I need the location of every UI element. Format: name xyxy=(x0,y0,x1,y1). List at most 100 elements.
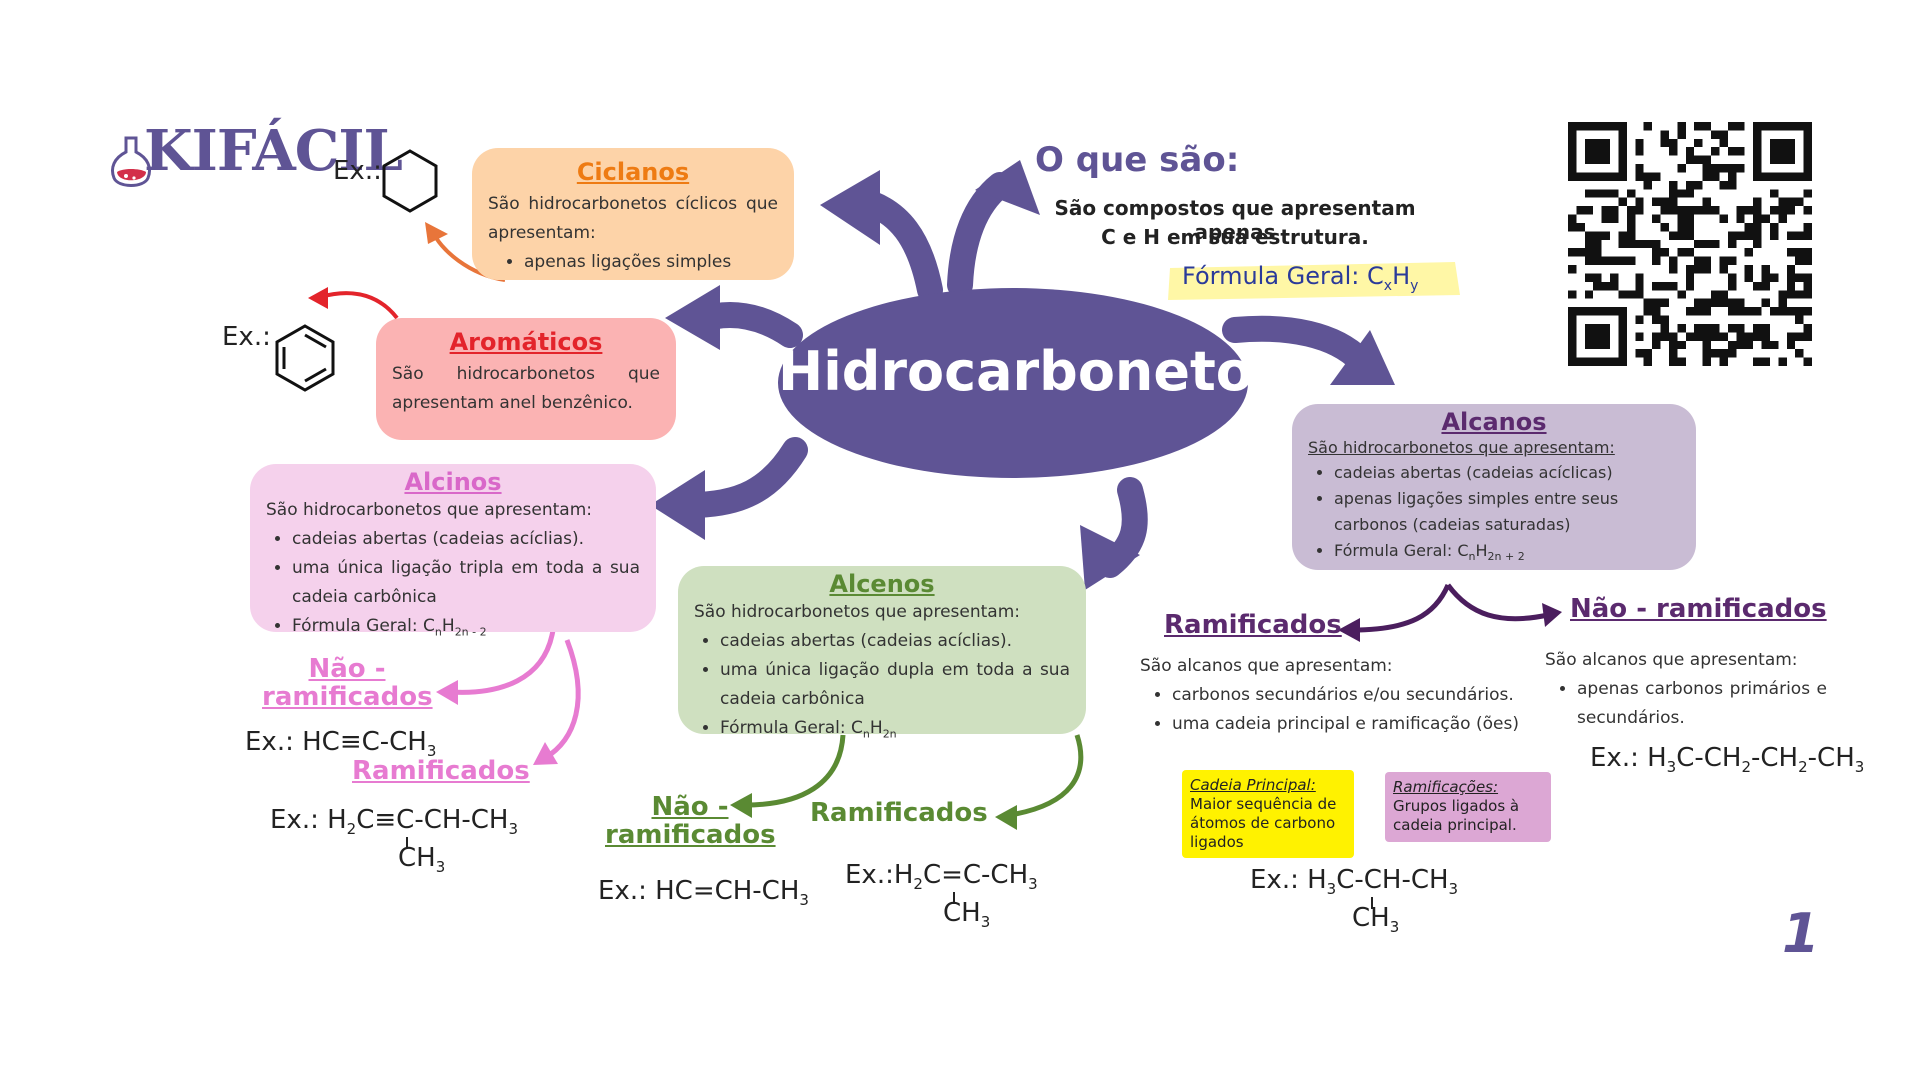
alcenos-ex2: Ex.:H2C=C-CH3 xyxy=(845,860,1038,893)
alcenos-ex2-branch: CH3 xyxy=(943,898,990,931)
ex-sub: 3 xyxy=(1389,918,1400,937)
ex-sub: 2 xyxy=(1798,758,1808,777)
aromaticos-box: Aromáticos São hidrocarbonetos que apres… xyxy=(376,318,676,440)
alcanos-ramificados-ex: Ex.: H3C-CH-CH3 xyxy=(1250,865,1458,898)
ex-sub: 3 xyxy=(1326,880,1337,899)
alcanos-box: Alcanos São hidrocarbonetos que apresent… xyxy=(1292,404,1696,570)
ciclanos-example-label: Ex.: xyxy=(333,156,382,186)
benzene-icon xyxy=(275,324,335,392)
formula-h: H xyxy=(1475,541,1488,560)
aromaticos-title: Aromáticos xyxy=(449,328,603,356)
list-item: cadeias abertas (cadeias acíclicas) xyxy=(1334,460,1680,486)
alcinos-ex1: Ex.: HC≡C-CH3 xyxy=(245,727,436,760)
note-title: Cadeia Principal: xyxy=(1190,776,1316,794)
ex-sub: 3 xyxy=(980,913,991,932)
alcanos-ramificados-title: Ramificados xyxy=(1164,610,1342,640)
alcanos-title: Alcanos xyxy=(1441,408,1547,436)
list-item: Fórmula Geral: CnH2n xyxy=(720,714,1070,748)
ciclanos-title: Ciclanos xyxy=(576,158,690,186)
alcanos-nao-ramificados-ex: Ex.: H3C-CH2-CH2-CH3 xyxy=(1590,743,1864,776)
alcanos-ramificados-desc: São alcanos que apresentam: carbonos sec… xyxy=(1140,652,1526,739)
alcenos-nao-ramificados: Não - ramificados xyxy=(605,792,776,850)
alcenos-ramificados: Ramificados xyxy=(810,798,988,828)
list-item: carbonos secundários e/ou secundários. xyxy=(1172,681,1526,710)
formula-label: Fórmula Geral: xyxy=(1182,262,1360,290)
formula-prefix: Fórmula Geral: C xyxy=(1334,541,1469,560)
alcinos-text: São hidrocarbonetos que apresentam: xyxy=(266,500,592,520)
ex-label: Ex.: xyxy=(270,805,319,835)
flask-icon xyxy=(111,136,151,187)
ex-p2: -CH xyxy=(1751,743,1799,773)
list-item: Fórmula Geral: CnH2n + 2 xyxy=(1334,538,1680,570)
list-item: uma cadeia principal e ramificação (ões) xyxy=(1172,710,1526,739)
formula-prefix: Fórmula Geral: C xyxy=(720,718,863,738)
note-text: Grupos ligados à cadeia principal. xyxy=(1393,797,1520,834)
ex-sub: 3 xyxy=(1028,875,1038,894)
note-cadeia-principal: Cadeia Principal: Maior sequência de áto… xyxy=(1182,770,1354,858)
alcenos-ex1: Ex.: HC=CH-CH3 xyxy=(598,876,809,909)
formula-h: H xyxy=(1392,262,1411,290)
ex-label: Ex.: xyxy=(245,727,294,757)
formula-x: x xyxy=(1383,277,1393,294)
alcinos-box: Alcinos São hidrocarbonetos que apresent… xyxy=(250,464,656,638)
bond-line xyxy=(406,837,408,849)
ex-sub: 3 xyxy=(435,858,446,877)
ex-formula: HC=CH-CH xyxy=(655,876,800,906)
ex-sub: 2 xyxy=(1741,758,1752,777)
ex-label: Ex.: xyxy=(1590,743,1639,773)
ex-sub: 3 xyxy=(426,742,437,761)
formula-n: n xyxy=(434,625,442,639)
cyclohexane-icon xyxy=(382,149,438,213)
list-item: cadeias abertas (cadeias acíclias). xyxy=(292,525,640,554)
ex-h: H xyxy=(1307,865,1327,895)
ex-label: Ex.: xyxy=(1250,865,1299,895)
ex-formula: HC≡C-CH xyxy=(302,727,427,757)
alcinos-ramificados: Ramificados xyxy=(352,756,530,786)
formula-sub: 2n - 2 xyxy=(454,625,487,639)
center-title: Hidrocarbonetos xyxy=(778,340,1286,403)
intro-text-1: São compostos que apresentam apenas xyxy=(1054,196,1416,244)
list-item: cadeias abertas (cadeias acíclias). xyxy=(720,627,1070,656)
ex-branch: CH xyxy=(943,898,981,928)
alcanos-nao-ramificados-desc: São alcanos que apresentam: apenas carbo… xyxy=(1545,646,1827,733)
alcenos-list: cadeias abertas (cadeias acíclias). uma … xyxy=(694,627,1070,748)
formula-n: n xyxy=(1468,550,1476,564)
ex-branch: CH xyxy=(1352,903,1390,933)
ex-label: Ex.: xyxy=(845,860,894,890)
intro-formula: Fórmula Geral: CxHy xyxy=(1182,262,1418,294)
list-item: Fórmula Geral: CnH2n - 2 xyxy=(292,612,640,646)
logo: KIFÁCIL xyxy=(108,112,403,202)
alcanos-text: São hidrocarbonetos que apresentam: xyxy=(1308,438,1615,457)
ex-h: H xyxy=(893,860,914,890)
list-item: uma única ligação tripla em toda a sua c… xyxy=(292,554,640,612)
aromaticos-text: São hidrocarbonetos que apresentam anel … xyxy=(392,364,660,413)
formula-sub: 2n + 2 xyxy=(1487,550,1525,564)
ex-h: H xyxy=(1647,743,1667,773)
center-node xyxy=(778,288,1248,478)
ex-sub: 3 xyxy=(1666,758,1677,777)
formula-sub: 2n xyxy=(882,727,897,741)
alcanos-nao-ramificados-title: Não - ramificados xyxy=(1570,594,1827,624)
note-text: Maior sequência de átomos de carbono lig… xyxy=(1190,795,1337,851)
formula-h: H xyxy=(441,616,455,636)
intro-text-2: C e H em sua estrutura. xyxy=(1101,225,1369,249)
alcanos-ramificados-list: carbonos secundários e/ou secundários. u… xyxy=(1140,681,1526,739)
alcanos-list: cadeias abertas (cadeias acíclicas) apen… xyxy=(1308,460,1680,570)
formula-y: y xyxy=(1410,277,1419,294)
ex-p3: -CH xyxy=(1807,743,1855,773)
ciclanos-box: Ciclanos São hidrocarbonetos cíclicos qu… xyxy=(472,148,794,280)
ex-sub: 2 xyxy=(913,875,923,894)
aromaticos-example-label: Ex.: xyxy=(222,322,271,352)
alcinos-ex2: Ex.: H2C≡C-CH-CH3 xyxy=(270,805,518,838)
ex-label: Ex.: xyxy=(598,876,647,906)
alcinos-nao-ramificados: Não - ramificados xyxy=(262,654,433,712)
alcanos-ramificados-text: São alcanos que apresentam: xyxy=(1140,656,1393,676)
bond-line xyxy=(1371,897,1373,909)
qr-code[interactable] xyxy=(1568,122,1812,366)
ex-h: H xyxy=(327,805,347,835)
alcanos-ramificados-ex-branch: CH3 xyxy=(1352,903,1399,936)
page-number: 1 xyxy=(1782,902,1820,965)
ex-sub: 3 xyxy=(799,891,809,910)
alcanos-nao-ramificados-list: apenas carbonos primários e secundários. xyxy=(1545,675,1827,733)
bond-line xyxy=(953,892,955,904)
